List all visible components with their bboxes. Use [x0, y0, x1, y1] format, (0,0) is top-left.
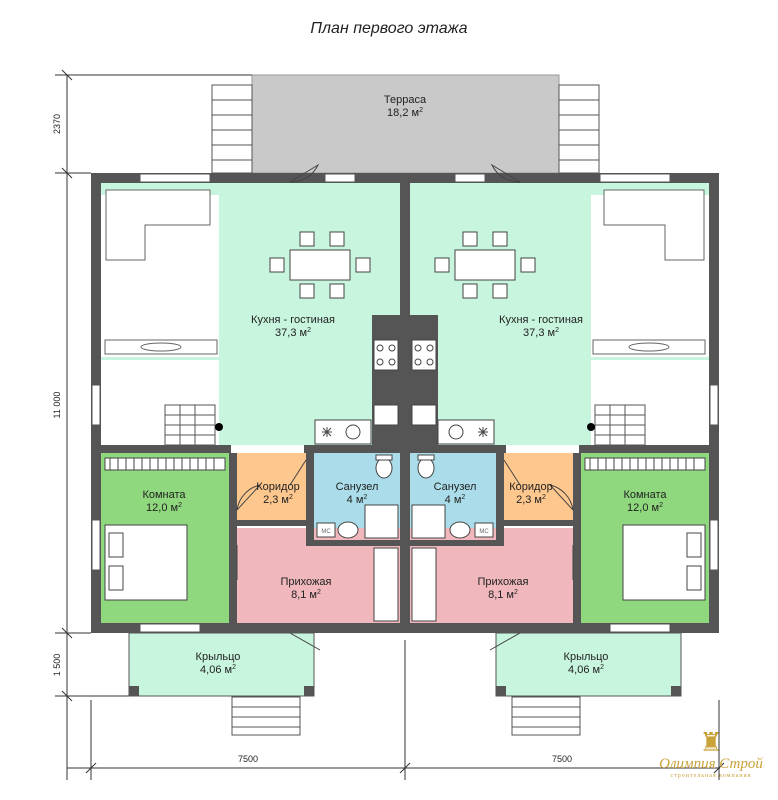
- porch-stairs: [231, 696, 581, 736]
- wall-corr-left: [237, 520, 307, 526]
- dining-table-icon: [269, 231, 536, 299]
- fan-icon: [322, 427, 488, 437]
- sofa-icon: [105, 189, 705, 261]
- dim-1500: 1 500: [52, 654, 62, 677]
- wall-center: [400, 183, 410, 633]
- bed-icon: [104, 524, 706, 601]
- hall-left-name: Прихожая: [281, 576, 332, 588]
- wall-corr-right: [503, 520, 573, 526]
- room-right-name: Комната: [623, 489, 667, 501]
- porch-right-area: 4,06 м2: [568, 664, 604, 676]
- wall-core-right: [410, 445, 506, 453]
- tv-stand-icon: [104, 339, 706, 355]
- bath-right-name: Санузел: [434, 481, 477, 493]
- room-left-name: Комната: [142, 489, 186, 501]
- radiator-icon: [104, 457, 706, 471]
- kitchen-counter-icon: [314, 339, 495, 445]
- wall-hall-left: [306, 540, 400, 546]
- corridor-left-name: Коридор: [256, 481, 299, 493]
- column-marker: [587, 423, 595, 431]
- corridor-left-area: 2,3 м2: [263, 494, 293, 506]
- plan-title: План первого этажа: [310, 20, 468, 37]
- terrace-fill: [251, 74, 560, 174]
- sink-icon: [316, 521, 494, 539]
- mc-label: МС: [479, 529, 489, 535]
- dim-7500-a: 7500: [238, 754, 258, 764]
- mc-label: МС: [321, 529, 331, 535]
- porch-posts: [129, 686, 681, 696]
- logo-icon: ♜: [699, 728, 723, 757]
- porch-right-fill: [495, 632, 682, 697]
- staircase-icon: [164, 404, 646, 446]
- column-marker: [215, 423, 223, 431]
- logo-name: Олимпия Строй: [659, 756, 763, 772]
- wardrobe-icon: [373, 547, 437, 622]
- terrace-area: 18,2 м2: [387, 107, 423, 119]
- kitchen-left-area: 37,3 м2: [275, 327, 311, 339]
- corridor-left-fill: [237, 453, 307, 523]
- wall-hall-right: [410, 540, 504, 546]
- kitchen-right-area: 37,3 м2: [523, 327, 559, 339]
- wall-bath-right: [496, 453, 504, 540]
- dim-2370: 2370: [52, 114, 62, 134]
- dim-11000: 11 000: [52, 392, 62, 419]
- shower-icon: [364, 504, 446, 539]
- porch-right-name: Крыльцо: [564, 651, 609, 663]
- porch-left-name: Крыльцо: [196, 651, 241, 663]
- door-icon: [236, 163, 574, 651]
- hall-left-area: 8,1 м2: [291, 589, 321, 601]
- terrace-name: Терраса: [384, 94, 427, 106]
- corridor-right-area: 2,3 м2: [516, 494, 546, 506]
- terrace-stairs: [211, 84, 600, 174]
- porch-left-area: 4,06 м2: [200, 664, 236, 676]
- room-left-area: 12,0 м2: [146, 502, 182, 514]
- corridor-right-fill: [503, 453, 573, 523]
- wall-room-left: [229, 453, 237, 623]
- dim-7500-b: 7500: [552, 754, 572, 764]
- wall-room-right: [573, 453, 581, 623]
- company-logo: ♜ Олимпия Строй строительная компания: [650, 730, 772, 780]
- kitchen-left-name: Кухня - гостиная: [251, 314, 335, 326]
- wall-mid-right: [579, 445, 709, 453]
- porch-left-fill: [128, 632, 315, 697]
- room-right-area: 12,0 м2: [627, 502, 663, 514]
- wall-mid-left: [101, 445, 231, 453]
- wall-bath-left: [306, 453, 314, 540]
- hall-right-name: Прихожая: [478, 576, 529, 588]
- windows: [91, 173, 719, 633]
- logo-sub: строительная компания: [670, 773, 752, 779]
- dimension-lines: [55, 69, 725, 780]
- bath-left-area: 4 м2: [347, 494, 368, 506]
- hall-right-area: 8,1 м2: [488, 589, 518, 601]
- toilet-icon: [375, 454, 435, 479]
- kitchen-right-name: Кухня - гостиная: [499, 314, 583, 326]
- bath-right-area: 4 м2: [445, 494, 466, 506]
- wall-top: [91, 173, 719, 183]
- corridor-right-name: Коридор: [509, 481, 552, 493]
- wall-core-left: [304, 445, 400, 453]
- bath-left-name: Санузел: [336, 481, 379, 493]
